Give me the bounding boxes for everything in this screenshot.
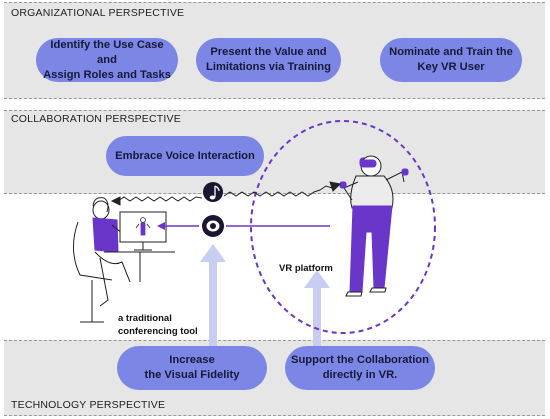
- eye-icon: [202, 215, 224, 237]
- present-value-pill: Present the Value and Limitations via Tr…: [196, 38, 341, 82]
- vr-platform-label: VR platform: [279, 263, 333, 274]
- organizational-perspective-title: ORGANIZATIONAL PERSPECTIVE: [11, 7, 185, 19]
- collaboration-perspective-title: COLLABORATION PERSPECTIVE: [11, 113, 181, 125]
- vr-user-figure: [339, 155, 409, 297]
- music-note-icon: [203, 182, 223, 202]
- tech-arrows: [200, 244, 330, 346]
- video-link: [157, 222, 330, 230]
- technology-band: [4, 340, 545, 416]
- support-collaboration-vr-pill: Support the Collaboration directly in VR…: [285, 346, 435, 390]
- traditional-user-figure: [73, 197, 175, 323]
- audio-link: [110, 181, 342, 206]
- conferencing-tool-label: a traditional conferencing tool: [118, 313, 198, 337]
- collaboration-band: [4, 110, 545, 194]
- vr-dashed-circle: [250, 120, 436, 334]
- monitor-vr-avatar: [135, 217, 151, 236]
- nominate-key-user-pill: Nominate and Train the Key VR User: [380, 38, 522, 82]
- technology-perspective-title: TECHNOLOGY PERSPECTIVE: [11, 399, 166, 411]
- identify-use-case-pill: Identify the Use Case and Assign Roles a…: [36, 38, 178, 82]
- increase-visual-fidelity-pill: Increase the Visual Fidelity: [117, 346, 267, 390]
- embrace-voice-pill: Embrace Voice Interaction: [106, 136, 264, 176]
